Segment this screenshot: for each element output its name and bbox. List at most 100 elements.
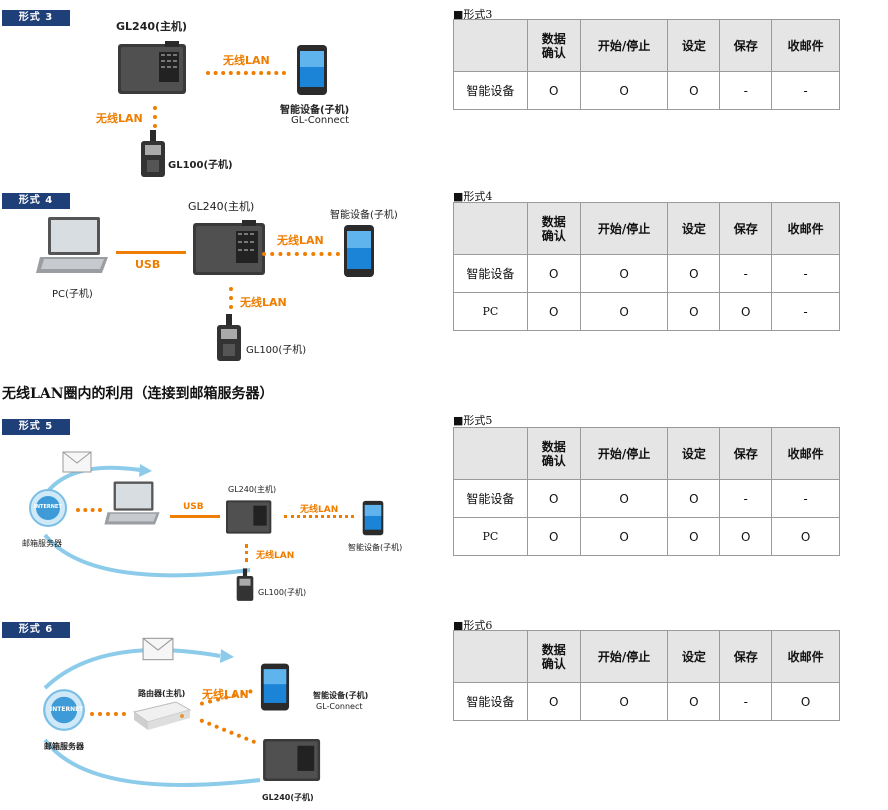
table-cell: -: [719, 682, 773, 721]
smartphone-icon: [344, 225, 374, 277]
table-cell: O: [667, 292, 721, 331]
table-header-cell: 保存: [719, 19, 773, 72]
table-caption: ■形式3: [453, 8, 493, 21]
internet-globe-icon: [29, 489, 67, 527]
host-label: GL240(主机): [188, 200, 255, 213]
table-header-row: 数据确认开始/停止设定保存收邮件: [453, 630, 840, 683]
table-cell: O: [526, 517, 581, 556]
wlan-dash-line: [206, 71, 286, 75]
router-label: 路由器(主机): [138, 689, 186, 698]
table-header-row: 数据确认开始/停止设定保存收邮件: [453, 427, 840, 480]
gl240-device-icon: [118, 41, 186, 94]
wlan-label: 无线LAN: [223, 54, 270, 67]
table-cell: O: [526, 682, 581, 721]
smart-device-label: 智能设备(子机): [280, 105, 350, 116]
wlan-dash-vertical: [153, 106, 157, 128]
wlan-dash-vertical: [229, 287, 233, 309]
gl240-device-icon: [226, 500, 272, 534]
table-header-cell: [453, 427, 528, 480]
gl240-device-icon: [263, 739, 321, 781]
table-header-cell: 数据确认: [526, 19, 581, 72]
table-header-cell: 保存: [719, 202, 773, 255]
table-cell: -: [771, 479, 840, 518]
table-header-cell: 设定: [667, 202, 721, 255]
mail-envelope-icon: [142, 637, 174, 661]
gl100-device-icon: [236, 568, 254, 601]
form-badge: 形式 5: [2, 419, 70, 435]
table-header-cell: 开始/停止: [579, 427, 669, 480]
laptop-icon: [36, 217, 108, 273]
section-title: 无线LAN圈内的利用（连接到邮箱服务器）: [2, 386, 274, 402]
wlan-label: 无线LAN: [277, 234, 324, 247]
internet-globe-icon: [43, 689, 85, 731]
table-caption: ■形式4: [453, 190, 493, 203]
table-header-row: 数据确认开始/停止设定保存收邮件: [453, 19, 840, 72]
table-cell: O: [667, 517, 721, 556]
wlan-label: 无线LAN: [202, 688, 249, 701]
wlan-dash-vertical: [245, 544, 248, 562]
app-label: GL-Connect: [291, 115, 350, 126]
mail-server-label: 邮箱服务器: [44, 742, 84, 751]
table-header-cell: 保存: [719, 630, 773, 683]
wlan-dash-line: [76, 508, 102, 512]
table-header-cell: 数据确认: [526, 202, 581, 255]
host-label: GL240(主机): [116, 20, 188, 33]
row-label-cell: 智能设备: [453, 71, 528, 110]
table-header-cell: 开始/停止: [579, 630, 669, 683]
table-caption: ■形式6: [453, 619, 493, 632]
smartphone-icon: [260, 663, 290, 711]
child-device-label: GL100(子机): [258, 588, 307, 597]
host-label: GL240(主机): [228, 485, 277, 494]
gl240-device-icon: [193, 220, 265, 275]
row-label-cell: PC: [453, 292, 528, 331]
child-device-label: GL100(子机): [246, 345, 307, 356]
table-cell: O: [579, 254, 669, 293]
wlan-label: 无线LAN: [96, 112, 143, 125]
table-cell: -: [771, 254, 840, 293]
table-cell: O: [579, 479, 669, 518]
usb-label: USB: [135, 258, 161, 271]
table-cell: O: [667, 254, 721, 293]
table-header-cell: 设定: [667, 630, 721, 683]
wlan-dash-line: [284, 515, 354, 518]
usb-line: [116, 251, 186, 254]
wlan-label: 无线LAN: [240, 296, 287, 309]
row-label-cell: 智能设备: [453, 254, 528, 293]
table-cell: O: [579, 71, 669, 110]
table-cell: -: [719, 479, 773, 518]
usb-line: [170, 515, 220, 518]
table-header-cell: 设定: [667, 427, 721, 480]
gl100-device-icon: [141, 130, 165, 177]
gl100-device-icon: [217, 314, 241, 361]
smart-device-label: 智能设备(子机): [348, 543, 403, 552]
table-header-cell: 开始/停止: [579, 19, 669, 72]
row-label-cell: PC: [453, 517, 528, 556]
table-header-row: 数据确认开始/停止设定保存收邮件: [453, 202, 840, 255]
table-cell: O: [719, 292, 773, 331]
form-badge: 形式 3: [2, 10, 70, 26]
internet-label: INTERNET: [34, 504, 62, 510]
table-header-cell: 保存: [719, 427, 773, 480]
table-cell: O: [667, 479, 721, 518]
table-header-cell: 收邮件: [771, 19, 840, 72]
pc-label: PC(子机): [52, 289, 93, 300]
wlan-label: 无线LAN: [256, 551, 295, 561]
router-icon: [132, 701, 192, 730]
host-label: GL240(子机): [262, 793, 314, 802]
form-badge: 形式 4: [2, 193, 70, 209]
table-cell: -: [771, 71, 840, 110]
table-caption: ■形式5: [453, 414, 493, 427]
table-cell: O: [579, 517, 669, 556]
smart-device-label: 智能设备(子机): [330, 210, 398, 221]
table-cell: O: [667, 682, 721, 721]
table-header-cell: [453, 630, 528, 683]
child-device-label: GL100(子机): [168, 160, 233, 171]
table-cell: O: [579, 682, 669, 721]
